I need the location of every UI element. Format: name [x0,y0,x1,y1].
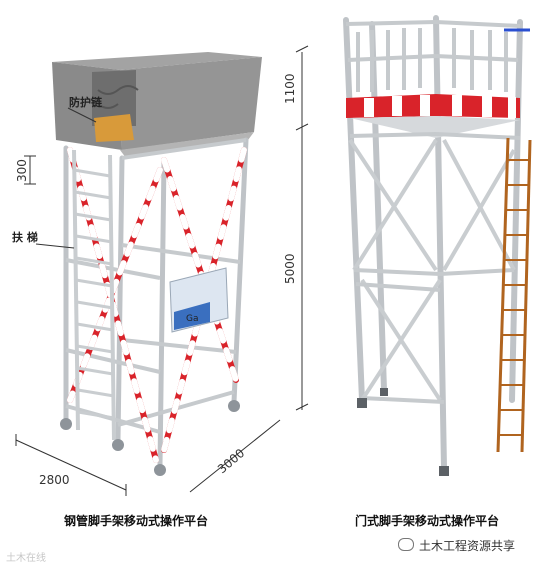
cross-braces [348,138,516,402]
toe-board [346,94,520,138]
casters [60,400,240,476]
watermark-right-text: 土木工程资源共享 [419,539,516,553]
rung-spacing-dimension: 300 [15,155,36,185]
guard-box [52,52,262,158]
wooden-ladder [496,137,532,453]
watermark-left: 土木在线 [6,553,46,564]
left-caption: 钢管脚手架移动式操作平台 [64,514,209,528]
ladder [72,149,116,441]
steel-tube-platform-figure: Ga 防护链 扶 梯 300 2800 [12,52,281,496]
width-value: 2800 [39,473,70,487]
platform-height-value: 5000 [283,253,297,284]
sign-board: Ga [169,267,229,333]
diagonal-braces [67,147,247,463]
ladder-leader [35,243,75,249]
door-type-platform-figure: 1100 5000 [283,15,532,476]
guard-chain-leader [67,107,97,123]
rung-spacing-value: 300 [15,159,29,182]
top-guardrail [345,20,521,92]
watermark-right: 土木工程资源共享 [398,537,515,554]
sign-text: Ga [186,314,199,324]
right-caption: 门式脚手架移动式操作平台 [355,514,500,528]
right-casters [357,388,449,476]
depth-dimension: 3000 [189,419,281,493]
guard-chain-label: 防护链 [69,95,103,109]
height-dimension-line [295,45,309,411]
width-dimension: 2800 [15,434,127,496]
ladder-label: 扶 梯 [12,230,38,244]
guardrail-height-value: 1100 [283,73,297,104]
wechat-icon [398,538,414,551]
frame-ledgers [349,132,521,404]
